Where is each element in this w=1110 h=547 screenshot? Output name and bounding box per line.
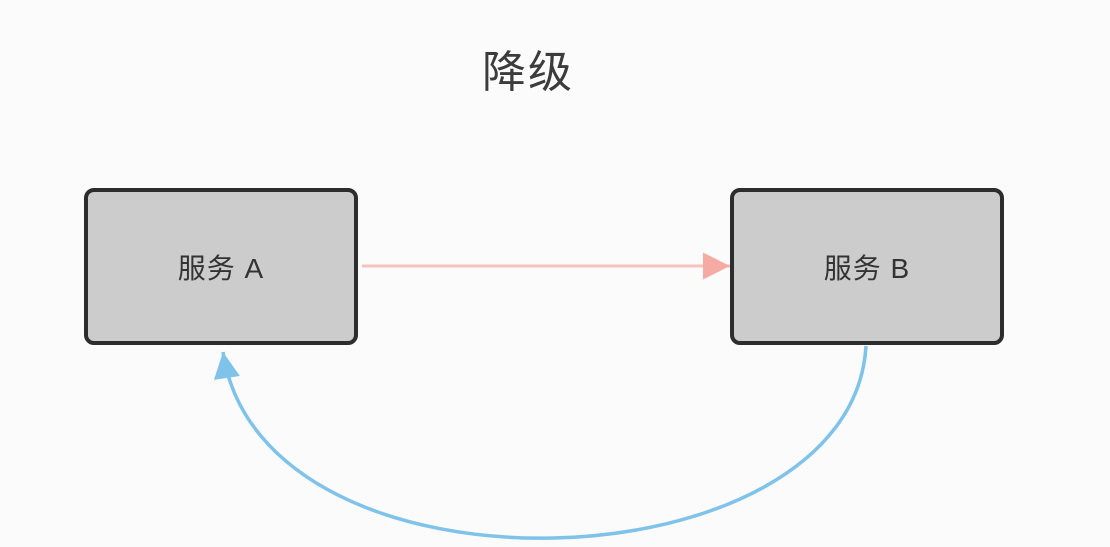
edge-b-to-a <box>213 345 868 540</box>
node-service-a: 服务 A <box>84 188 358 345</box>
diagram-title: 降级 <box>482 48 574 97</box>
node-service-a-label: 服务 A <box>177 252 265 284</box>
node-service-b: 服务 B <box>730 188 1004 345</box>
node-service-b-label: 服务 B <box>823 252 911 284</box>
